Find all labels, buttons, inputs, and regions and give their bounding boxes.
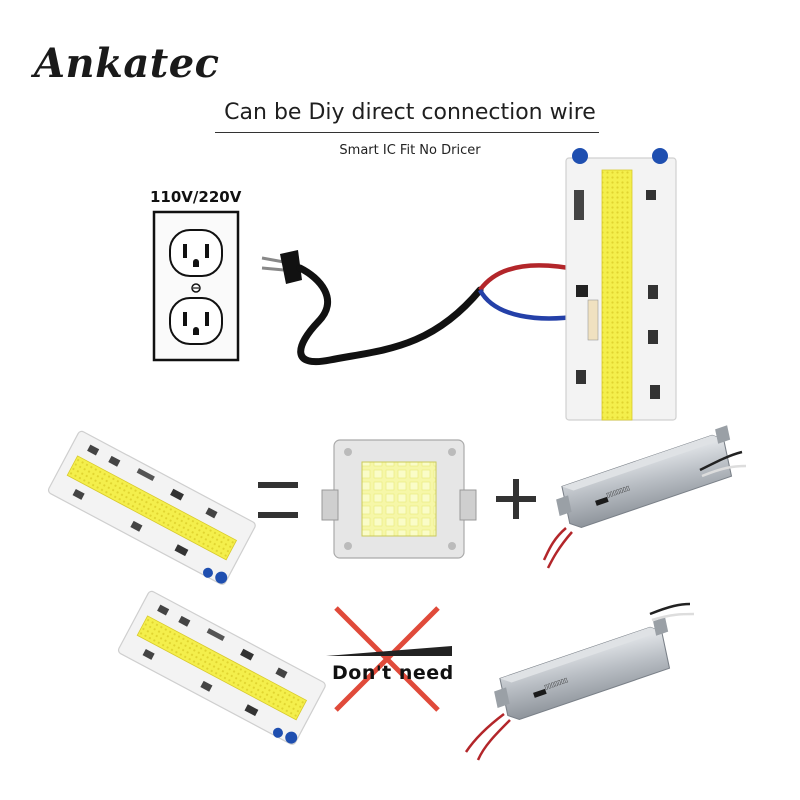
cob-led-strip-icon [565,148,677,421]
page-subtitle: Smart IC Fit No Dricer [339,143,481,158]
led-driver-icon [485,616,681,724]
brand-logo: Ankatec [34,40,220,87]
driver-wires [542,450,747,569]
cob-led-strip-icon [116,589,328,748]
dont-need-label: Don't need [332,662,454,684]
voltage-label: 110V/220V [150,188,242,206]
power-cable [296,264,484,366]
cob-led-strip-icon [46,429,258,588]
red-cross-icon [326,606,452,712]
led-driver-icon [547,424,743,532]
cob-chip-icon [321,439,477,559]
plus-symbol [496,479,536,519]
red-wire [478,263,581,292]
plug-icon [261,250,302,284]
page-title: Can be Diy direct connection wire [224,100,596,125]
driver-wires [464,602,695,761]
outlet-icon [152,210,240,362]
title-divider [215,132,599,133]
equals-symbol [258,482,298,518]
blue-wire [478,288,581,321]
